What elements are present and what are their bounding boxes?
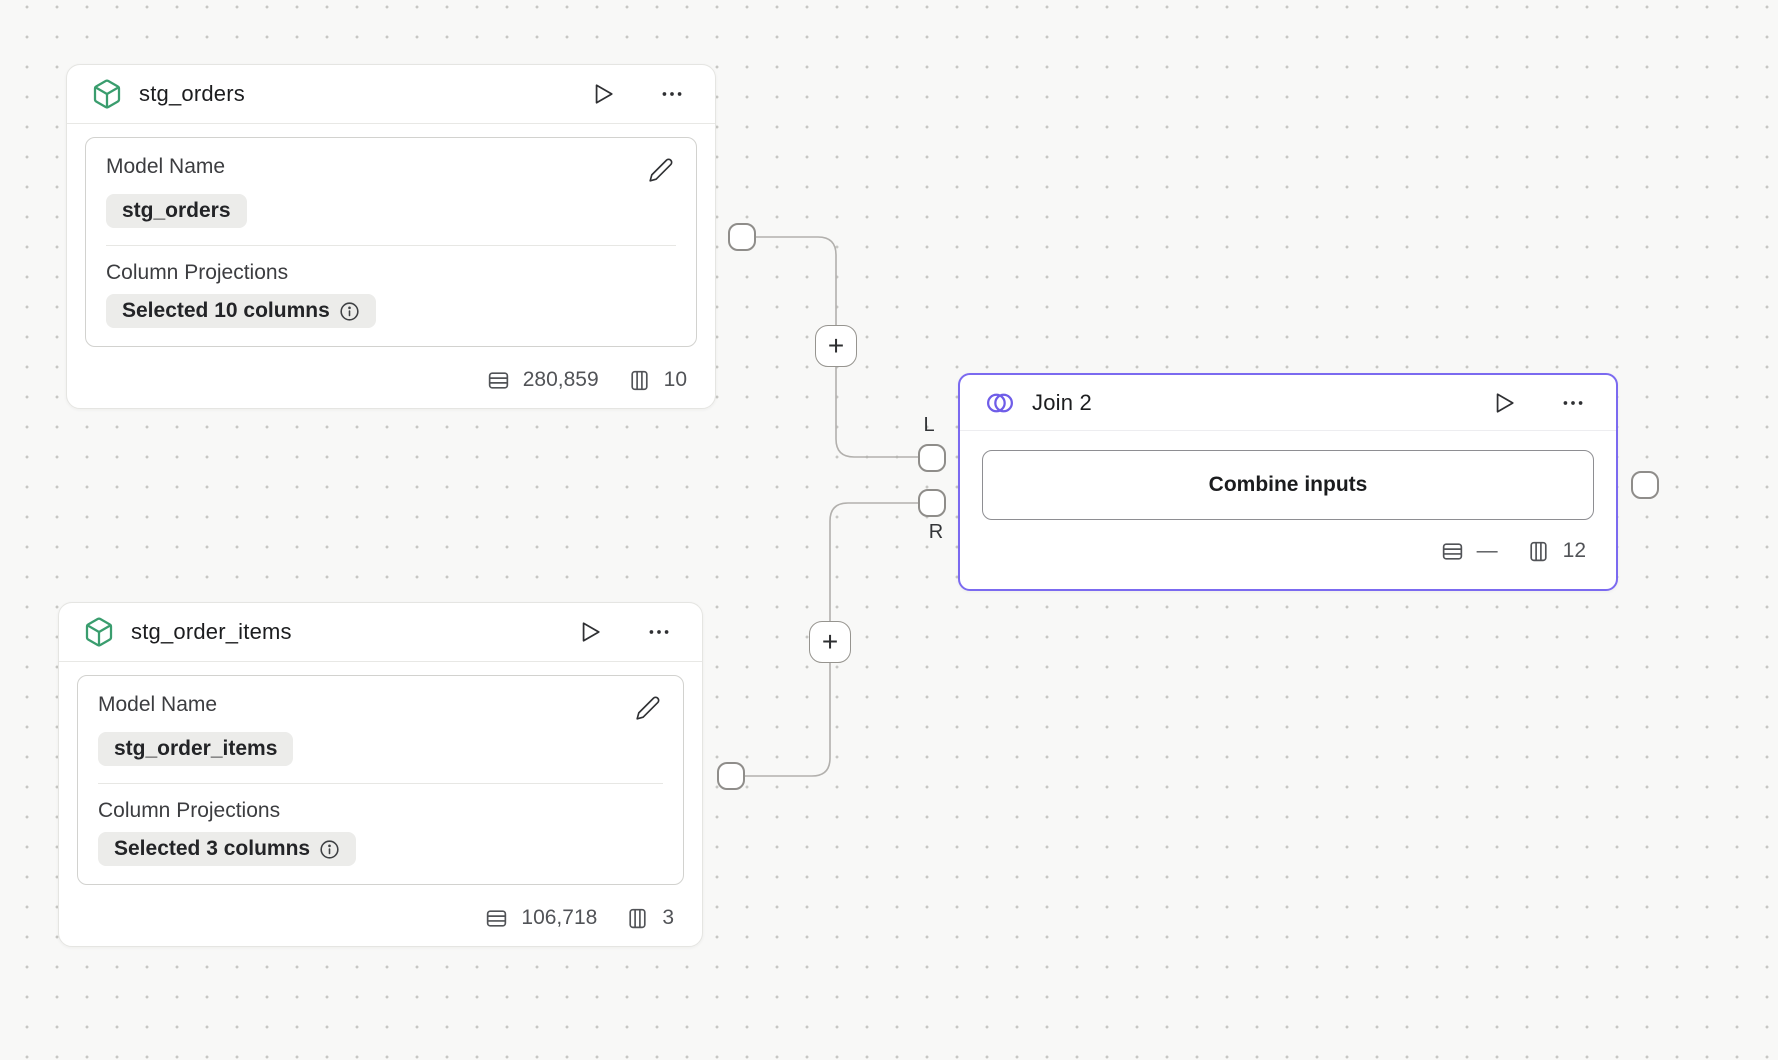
node-footer: 106,718 3	[59, 885, 702, 951]
join-venn-icon	[984, 387, 1016, 419]
model-name-value-badge: stg_orders	[106, 194, 247, 228]
model-name-label: Model Name	[106, 155, 226, 178]
column-count-value: 12	[1562, 539, 1586, 562]
node-title: Join 2	[1032, 389, 1092, 415]
column-projections-badge[interactable]: Selected 10 columns	[106, 294, 376, 328]
row-count-stat: 280,859	[486, 368, 599, 393]
node-config-card: Model Name stg_order_items Column Projec…	[77, 675, 684, 885]
card-divider	[106, 245, 676, 246]
cube-icon	[83, 616, 115, 648]
node-stg-order-items[interactable]: stg_order_items Model Name stg_order_ite…	[58, 602, 703, 947]
column-projections-badge[interactable]: Selected 3 columns	[98, 832, 357, 866]
run-node-button[interactable]	[1488, 387, 1520, 419]
left-port-label: L	[923, 414, 935, 436]
node-title: stg_order_items	[131, 619, 292, 644]
node-header: stg_orders	[67, 65, 715, 124]
node-menu-button[interactable]	[644, 617, 674, 647]
columns-icon	[631, 370, 648, 390]
rows-icon	[487, 909, 507, 927]
join-left-input-port[interactable]	[918, 444, 946, 472]
model-name-label: Model Name	[98, 693, 218, 716]
edit-pencil-icon[interactable]	[633, 693, 663, 723]
row-count-stat: 106,718	[484, 906, 597, 931]
column-projections-value: Selected 3 columns	[114, 837, 311, 860]
join-output-port[interactable]	[1631, 471, 1659, 499]
row-count-value: —	[1476, 539, 1498, 562]
node-menu-button[interactable]	[657, 79, 687, 109]
node-stg-orders[interactable]: stg_orders Model Name stg_orders Column …	[66, 64, 716, 409]
column-count-value: 10	[663, 368, 687, 391]
edit-pencil-icon[interactable]	[646, 155, 676, 185]
column-count-stat: 3	[625, 906, 674, 931]
output-port-stg-orders[interactable]	[728, 223, 756, 251]
run-node-button[interactable]	[574, 616, 606, 648]
columns-icon	[1530, 541, 1547, 561]
combine-inputs-button[interactable]: Combine inputs	[982, 450, 1594, 520]
node-title: stg_orders	[139, 81, 245, 106]
node-header: stg_order_items	[59, 603, 702, 662]
cube-icon	[91, 78, 123, 110]
info-icon[interactable]	[339, 301, 360, 322]
model-name-value-badge: stg_order_items	[98, 732, 294, 766]
card-divider	[98, 783, 663, 784]
info-icon[interactable]	[319, 839, 340, 860]
rows-icon	[1442, 542, 1462, 560]
node-join-2[interactable]: Join 2 Combine inputs — 12	[958, 373, 1618, 591]
column-count-stat: 12	[1526, 539, 1586, 564]
node-footer: 280,859 10	[67, 347, 715, 413]
add-node-on-wire-button-bottom[interactable]: +	[809, 621, 851, 663]
output-port-stg-order-items[interactable]	[717, 762, 745, 790]
node-config-card: Model Name stg_orders Column Projections…	[85, 137, 697, 347]
column-count-value: 3	[662, 906, 674, 929]
column-projections-label: Column Projections	[98, 799, 281, 822]
row-count-stat: —	[1440, 539, 1498, 564]
join-right-input-port[interactable]	[918, 489, 946, 517]
column-projections-value: Selected 10 columns	[122, 299, 330, 322]
node-header: Join 2	[960, 375, 1616, 431]
node-footer: — 12	[960, 520, 1616, 582]
row-count-value: 280,859	[522, 368, 599, 391]
right-port-label: R	[928, 521, 944, 543]
column-count-stat: 10	[627, 368, 687, 393]
model-name-value: stg_order_items	[114, 737, 278, 760]
column-projections-label: Column Projections	[106, 261, 289, 284]
add-node-on-wire-button-top[interactable]: +	[815, 325, 857, 367]
model-name-value: stg_orders	[122, 199, 231, 222]
run-node-button[interactable]	[587, 78, 619, 110]
columns-icon	[629, 908, 646, 928]
node-menu-button[interactable]	[1558, 388, 1588, 418]
row-count-value: 106,718	[521, 906, 598, 929]
rows-icon	[488, 371, 508, 389]
